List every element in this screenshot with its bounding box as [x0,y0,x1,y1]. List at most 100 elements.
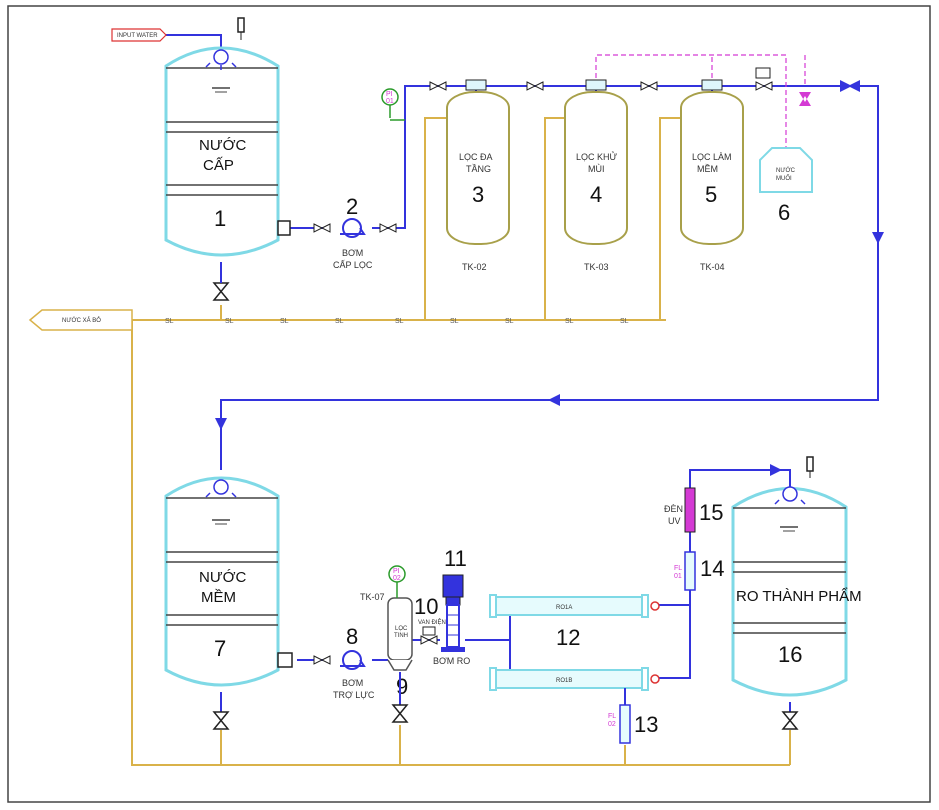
pump-8-number: 8 [346,624,358,649]
valve-icon[interactable] [313,655,331,665]
uv-line2: UV [668,516,681,526]
flow-14-tag1: FL [674,565,682,572]
svg-text:SL: SL [165,318,174,325]
ro-number: 12 [556,625,580,650]
cartridge-line2: TINH [394,633,408,639]
gauge-2-num: 02 [393,575,401,582]
svg-text:SL: SL [335,318,344,325]
filter-3-line1: LỌC ĐA [459,152,493,162]
outlet-box-icon [277,652,293,668]
flow-arrows [215,80,884,476]
valve-10-number: 10 [414,594,438,619]
pump-11-number: 11 [444,546,467,571]
filter-5-line1: LỌC LÀM [692,152,732,162]
drain-valve-16-icon[interactable] [781,711,799,730]
flow-13-tag1: FL [608,713,616,720]
inlet-label: INPUT WATER [117,33,158,39]
uv-line1: ĐÈN [664,504,683,514]
actuator-icon [755,67,771,79]
svg-text:SL: SL [450,318,459,325]
filter-3-tag: TK-02 [462,262,487,272]
drain-valve-7-icon[interactable] [212,711,230,730]
filter-5-line2: MỀM [697,164,718,174]
valve-10-label: VAN ĐIỆN [418,618,446,626]
flow-13-tag2: 02 [608,721,616,728]
drain-label: NƯỚC XẢ BỎ [62,317,101,324]
outlet-box-icon [277,220,291,236]
valve-icon[interactable] [755,81,773,91]
svg-text:SL: SL [395,318,404,325]
sprayer-icon [205,479,237,498]
tank-16-number: 16 [778,642,802,667]
frame [7,5,931,803]
sprayer-icon [774,486,806,505]
pressure-gauge-icon [381,88,405,121]
tank-16 [731,487,848,697]
brine-line [595,54,806,150]
brine-tank-6 [759,147,813,193]
filter-3-line2: TẦNG [466,164,491,174]
svg-text:SL: SL [620,318,629,325]
tank-1-line2: CẤP [203,157,234,174]
filter-3 [446,79,510,245]
ro-a-label: RO1A [556,605,572,611]
pump-11-label: BƠM RO [433,656,470,666]
gauge-1-tag: PI [386,91,393,98]
ro-membrane-b [489,667,660,691]
ro-membrane-a [489,594,660,618]
inlet-tag [111,28,167,42]
filter-5-tag: TK-04 [700,262,725,272]
flowmeter-13-icon [619,704,631,744]
svg-text:SL: SL [225,318,234,325]
valve-icon[interactable] [313,223,331,233]
pump-8-line2: TRỢ LỰC [333,690,375,700]
cartridge-number: 9 [396,674,408,699]
drain-arrow [28,309,133,331]
brine-number: 6 [778,200,790,225]
valve-icon[interactable] [379,223,397,233]
ro-pump-icon[interactable] [441,574,465,652]
svg-text:SL: SL [505,318,514,325]
filter-3-number: 3 [472,182,484,207]
pump-2-line1: BƠM [342,248,363,258]
pressure-gauge-icon [388,565,406,598]
pump-2-icon[interactable] [340,218,366,238]
solenoid-valve-icon[interactable] [420,635,438,645]
solenoid-icon [422,626,436,636]
tank-1-line1: NƯỚC [199,137,247,154]
filter-4-tag: TK-03 [584,262,609,272]
sprayer-icon [205,49,237,70]
tank-1 [164,46,280,257]
tank-7-line2: MỀM [201,589,236,606]
gauge-2-tag: PI [393,568,400,575]
gauge-1-num: 01 [386,98,394,105]
valve-icon[interactable] [640,81,658,91]
valve-icon[interactable] [429,81,447,91]
filter-5-number: 5 [705,182,717,207]
pump-8-icon[interactable] [340,650,366,670]
filter-5 [680,79,744,245]
drain-valve-1-icon[interactable] [212,282,230,301]
level-sensor-icon [806,456,814,472]
level-sensor-icon [237,17,245,33]
ro-b-label: RO1B [556,678,572,684]
brine-line1: NƯỚC [776,167,796,174]
brine-valve-icon [799,92,811,106]
pump-2-line2: CẤP LỌC [333,260,373,270]
tank-7-number: 7 [214,636,226,661]
pump-8-line1: BƠM [342,678,363,688]
svg-text:SL: SL [280,318,289,325]
valve-icon[interactable] [526,81,544,91]
brine-line2: MUỐI [776,175,792,182]
cartridge-tag: TK-07 [360,592,385,602]
filter-4 [564,79,628,245]
sl-labels: SL SL SL SL SL SL SL SL SL [165,318,629,325]
drain-valve-9-icon[interactable] [391,704,409,723]
svg-text:SL: SL [565,318,574,325]
tank-7-line1: NƯỚC [199,569,247,586]
filter-4-line2: MÙI [588,164,605,174]
flow-13-number: 13 [634,712,658,737]
filter-4-number: 4 [590,182,602,207]
